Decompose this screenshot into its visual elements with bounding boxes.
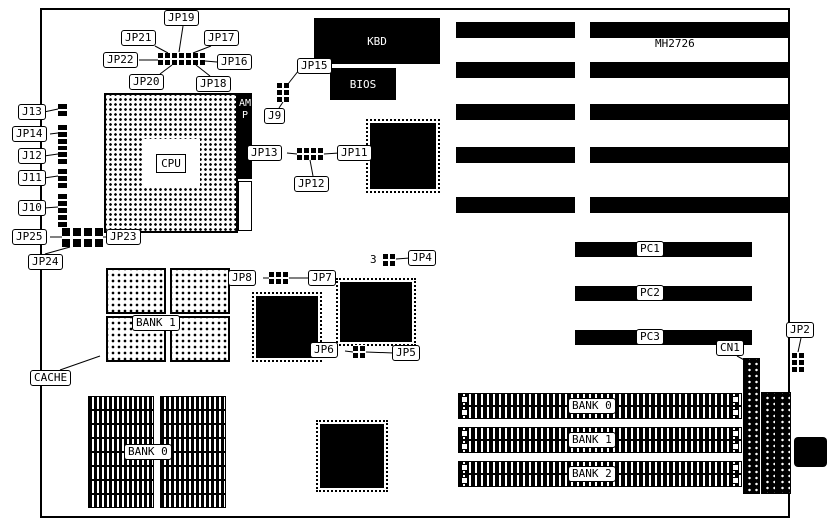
jp18-label: JP18 [196, 76, 231, 92]
power-connector [794, 437, 827, 467]
chipset-chip [316, 420, 388, 492]
jp4-pin3-marker: 3 [370, 253, 377, 266]
jp22-label: JP22 [103, 52, 138, 68]
simm-bank1-label: BANK 1 [568, 432, 616, 448]
cn1-connector [743, 358, 760, 494]
chipset-chip [252, 292, 322, 362]
jp2-label: JP2 [786, 322, 814, 338]
jp21-label: JP21 [121, 30, 156, 46]
jp8-label: JP8 [228, 270, 256, 286]
simm-bank2-label: BANK 2 [568, 466, 616, 482]
jp20-label: JP20 [129, 74, 164, 90]
j9-label: J9 [264, 108, 286, 124]
jp17-label: JP17 [204, 30, 239, 46]
j11-label: J11 [18, 170, 46, 186]
jp13-label: JP13 [247, 145, 282, 161]
j10-header [58, 192, 67, 227]
isa-slot [456, 22, 575, 38]
cache-label: CACHE [30, 370, 72, 386]
dram-dip-chip [88, 396, 154, 410]
jp2-jumper [792, 352, 805, 372]
dram-dip-chip [160, 410, 226, 424]
cpu-jumper-block [158, 52, 205, 65]
jp4-jumper [383, 253, 396, 266]
jp23-jumper-block [62, 228, 103, 247]
cpu-socket-center: CPU [142, 139, 200, 187]
isa-slot [590, 22, 788, 38]
jp19-label: JP19 [164, 10, 199, 26]
dram-dip-chip [88, 424, 154, 438]
jp14-label: JP14 [12, 126, 47, 142]
j13-label: J13 [18, 104, 46, 120]
dram-dip-chip [88, 466, 154, 480]
jp4-label: JP4 [408, 250, 436, 266]
dram-dip-chip [160, 396, 226, 410]
kbd-controller-chip: KBD [314, 18, 440, 64]
jp13-jumper-block [297, 147, 324, 160]
j12-label: J12 [18, 148, 46, 164]
chipset-chip [336, 278, 416, 346]
pci-slot-label-pc1: PC1 [636, 241, 664, 257]
j12-header [58, 146, 67, 164]
jp23-label: JP23 [106, 229, 141, 245]
dram-dip-chip [160, 494, 226, 508]
edge-connector [761, 392, 776, 494]
jp6-jumper [353, 345, 366, 358]
j13-header [58, 102, 67, 116]
edge-connector [776, 392, 791, 494]
j9-jumper [277, 82, 290, 102]
isa-slot [456, 197, 575, 213]
cache-sram-chip [170, 268, 230, 314]
amp-regulator: AMP [238, 93, 252, 179]
cache-sram-chip [170, 316, 230, 362]
cpu-socket: CPU [104, 93, 238, 233]
jp8-jumper [269, 271, 289, 284]
dram-dip-chip [88, 480, 154, 494]
dram-bank-label: BANK 0 [124, 444, 172, 460]
dram-dip-chip [88, 494, 154, 508]
isa-slot [590, 104, 788, 120]
jp16-label: JP16 [217, 54, 252, 70]
jp24-label: JP24 [28, 254, 63, 270]
jp7-label: JP7 [308, 270, 336, 286]
jp5-label: JP5 [392, 345, 420, 361]
jp6-label: JP6 [310, 342, 338, 358]
cn1-label: CN1 [716, 340, 744, 356]
dram-dip-chip [160, 424, 226, 438]
dram-dip-chip [160, 480, 226, 494]
jp14-header [58, 124, 67, 144]
isa-slot [456, 62, 575, 78]
dram-dip-chip [88, 410, 154, 424]
isa-slot [590, 197, 788, 213]
jp11-label: JP11 [337, 145, 372, 161]
bios-chip: BIOS [330, 68, 396, 100]
j10-label: J10 [18, 200, 46, 216]
jp25-label: JP25 [12, 229, 47, 245]
j11-header [58, 168, 67, 188]
amp-regulator-extension [238, 181, 252, 231]
isa-slot [456, 104, 575, 120]
pci-slot-label-pc3: PC3 [636, 329, 664, 345]
part-number: MH2726 [655, 37, 695, 50]
jp15-label: JP15 [297, 58, 332, 74]
pci-slot-label-pc2: PC2 [636, 285, 664, 301]
chipset-chip [366, 119, 440, 193]
cache-sram-chip [106, 268, 166, 314]
isa-slot [456, 147, 575, 163]
jp12-label: JP12 [294, 176, 329, 192]
cache-bank-label: BANK 1 [132, 315, 180, 331]
isa-slot [590, 62, 788, 78]
dram-dip-chip [160, 466, 226, 480]
isa-slot [590, 147, 788, 163]
simm-bank0-label: BANK 0 [568, 398, 616, 414]
cpu-chip-label: CPU [156, 153, 186, 173]
